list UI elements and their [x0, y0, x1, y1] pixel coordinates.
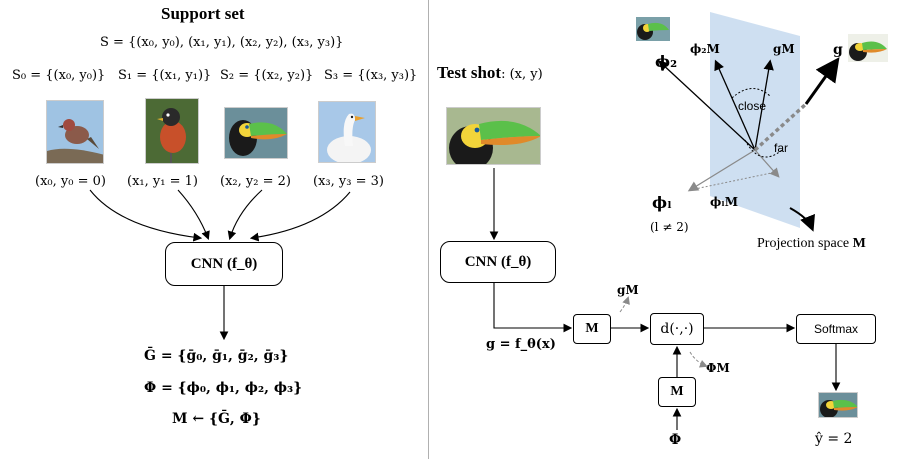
m-box-bottom: M [658, 377, 696, 407]
l-neq-label: (l ≠ 2) [650, 220, 689, 234]
test-shot-pair: : (x, y) [501, 67, 543, 82]
subset-s0: S₀ = {(x₀, y₀)} [12, 68, 106, 83]
phi2M-vector [714, 59, 756, 151]
far-label: far [774, 141, 789, 155]
distance-box: d(·,·) [650, 313, 704, 345]
left-cnn-label: CNN (f_θ) [190, 255, 258, 272]
left-arrows [89, 189, 351, 341]
toucan-icon-g [848, 34, 888, 62]
projection-space-caption: Projection space M [757, 236, 866, 252]
far-arc [744, 139, 783, 158]
gray-side-arrows [619, 296, 708, 368]
phi-equation: Φ = {ϕ₀, ϕ₁, ϕ₂, ϕ₃} [144, 380, 303, 396]
phil-projection-line [689, 171, 777, 191]
g-proj-label: g [833, 42, 843, 58]
prediction-label: ŷ = 2 [815, 431, 853, 447]
toucan-icon-phi2 [636, 17, 670, 41]
subset-s3: S₃ = {(x₃, y₃)} [324, 68, 418, 83]
bird-image-robin [145, 98, 199, 164]
gM-vector [754, 59, 774, 151]
right-arrows [489, 168, 841, 430]
bird-image-toucan [224, 107, 288, 159]
caption-x1: (x₁, y₁ = 1) [127, 174, 198, 189]
m-equation: M ← {Ḡ, Φ} [172, 411, 261, 427]
gM-proj-label: gM [773, 42, 795, 56]
bird-image-goose [318, 101, 376, 163]
projection-space-m: M [852, 236, 866, 251]
g-projection-dashed [753, 102, 808, 152]
support-set-title: Support set [161, 4, 245, 23]
gm-label: gM [617, 283, 639, 297]
right-cnn-label: CNN (f_θ) [464, 253, 532, 270]
phi2-vector [658, 60, 756, 151]
phi-input-label: Φ [669, 432, 682, 448]
phi2M-label: ϕ₂M [690, 42, 720, 56]
subset-s2: S₂ = {(x₂, y₂)} [220, 68, 314, 83]
philM-vector [754, 149, 780, 178]
test-shot-label: Test shot [437, 63, 502, 82]
phi2-label: ϕ₂ [655, 52, 678, 71]
phil-label: ϕₗ [652, 193, 672, 212]
caption-x2: (x₂, y₂ = 2) [220, 174, 291, 189]
projection-space-text: Projection space [757, 236, 853, 251]
g-vector [804, 57, 840, 105]
phil-vector [687, 149, 756, 192]
left-cnn-box: CNN (f_θ) [165, 242, 283, 286]
softmax-box: Softmax [796, 314, 876, 344]
m-box-top: M [573, 314, 611, 344]
g-bar-equation: Ḡ = {ḡ₀, ḡ₁, ḡ₂, ḡ₃} [144, 348, 289, 364]
bird-image-finch [46, 100, 104, 164]
close-label: close [738, 99, 767, 113]
g-equation: g = f_θ(x) [486, 337, 556, 352]
caption-x0: (x₀, y₀ = 0) [35, 174, 106, 189]
philM-label: ϕₗM [710, 195, 739, 209]
caption-x3: (x₃, y₃ = 3) [313, 174, 384, 189]
panel-divider [428, 0, 429, 459]
support-set-equation: S = {(x₀, y₀), (x₁, y₁), (x₂, y₂), (x₃, … [100, 35, 344, 50]
distance-label: d(·,·) [660, 321, 694, 337]
right-cnn-box: CNN (f_θ) [440, 241, 556, 283]
predicted-toucan-image [818, 392, 858, 418]
test-image-toucan [446, 107, 541, 165]
test-shot-heading: Test shot: (x, y) [437, 63, 543, 83]
close-arc [731, 88, 771, 99]
phim-label: ΦM [706, 361, 730, 375]
subset-s1: S₁ = {(x₁, y₁)} [118, 68, 212, 83]
projection-space-arrow [789, 207, 815, 232]
